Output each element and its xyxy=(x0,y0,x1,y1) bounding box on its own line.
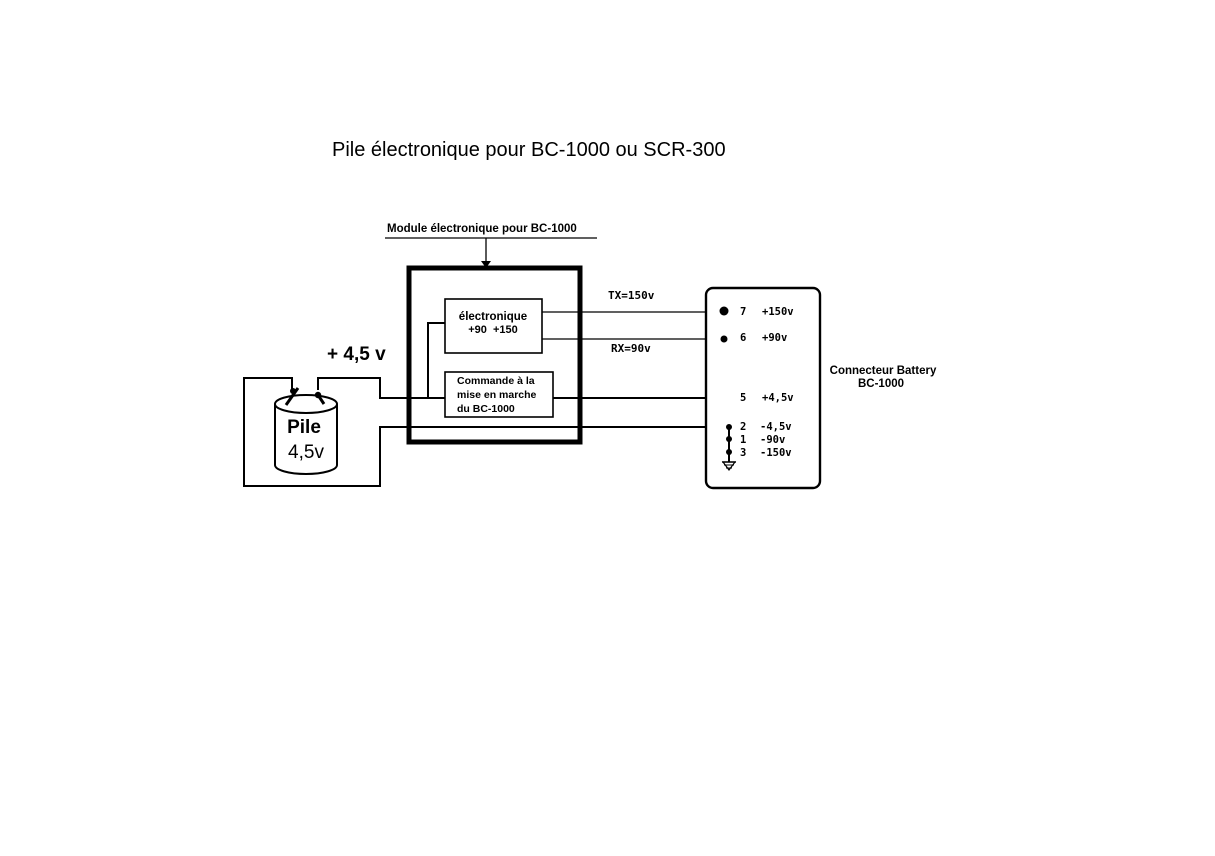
command-line3: du BC-1000 xyxy=(457,403,515,415)
tx-label: TX=150v xyxy=(608,289,655,302)
pin-5-number: 5 xyxy=(740,392,746,404)
command-line1: Commande à la xyxy=(457,375,535,387)
ground-icon xyxy=(721,461,737,471)
battery-terminal-neg xyxy=(284,387,300,406)
battery-terminal-neg-dot xyxy=(290,388,296,394)
pin-6-label: +90v xyxy=(762,332,787,344)
module-frame xyxy=(406,265,583,445)
pin-6-dot xyxy=(720,335,728,343)
battery-voltage: 4,5v xyxy=(288,442,324,463)
connector-title-line1: Connecteur Battery xyxy=(830,365,937,377)
pin-3-number: 3 xyxy=(740,447,746,459)
battery-loop xyxy=(317,377,445,399)
internal-feed-wire xyxy=(427,322,445,398)
pin-6-number: 6 xyxy=(740,332,746,344)
command-line2: mise en marche xyxy=(457,389,537,401)
command-box xyxy=(444,371,554,418)
pin-2-label: -4,5v xyxy=(760,421,792,433)
connector-title-line2: BC-1000 xyxy=(858,378,904,390)
pin-1-number: 1 xyxy=(740,434,746,446)
pin-7-label: +150v xyxy=(762,306,794,318)
battery-negative-loop xyxy=(243,377,730,487)
battery-terminal-pos-dot xyxy=(314,391,322,399)
pin-7-dot xyxy=(719,306,729,316)
battery-label: Pile xyxy=(287,417,321,438)
module-label: Module électronique pour BC-1000 xyxy=(387,223,577,235)
rx-label: RX=90v xyxy=(611,342,651,355)
supply-label: + 4,5 v xyxy=(327,344,386,365)
pin-3-label: -150v xyxy=(760,447,792,459)
electronics-line1: électronique xyxy=(459,311,527,323)
electronics-line2: +90 +150 xyxy=(468,324,518,336)
pin-1-label: -90v xyxy=(760,434,785,446)
pin-2-number: 2 xyxy=(740,421,746,433)
pin-7-number: 7 xyxy=(740,306,746,318)
connector-box xyxy=(704,286,822,490)
module-arrow-head xyxy=(481,261,491,268)
pin-5-label: +4,5v xyxy=(762,392,794,404)
electronics-box xyxy=(444,298,543,354)
diagram-title: Pile électronique pour BC-1000 ou SCR-30… xyxy=(332,139,726,161)
